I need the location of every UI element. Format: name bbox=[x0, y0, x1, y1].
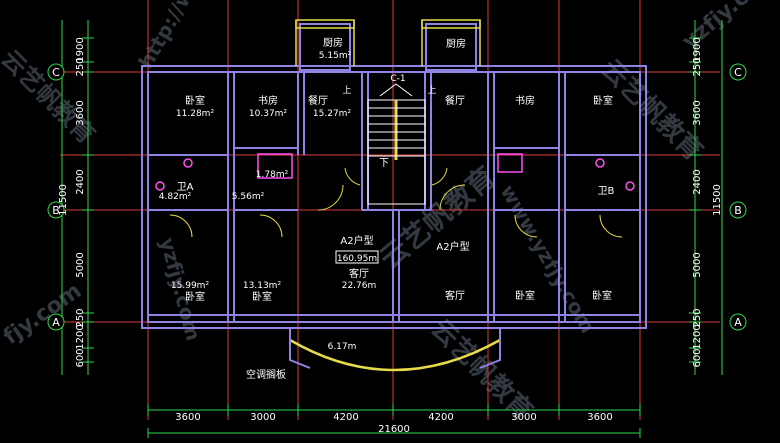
ac-board-label: 空调搁板 bbox=[246, 368, 286, 381]
dim-label: 3600 bbox=[692, 100, 703, 125]
dim-label: 250 bbox=[75, 308, 86, 327]
dim-label: 1200 bbox=[75, 324, 86, 349]
dim-total-horizontal: 21600 bbox=[378, 424, 410, 435]
ac-ledge bbox=[479, 328, 501, 369]
watermark: www.yzfjy.com bbox=[496, 181, 600, 338]
room-name: 书房 bbox=[515, 94, 535, 107]
dim-label: 4200 bbox=[333, 412, 358, 423]
dim-label: 250 bbox=[692, 57, 703, 76]
room-name: 厨房 bbox=[446, 37, 466, 50]
watermark: http://www.yzfjy.com bbox=[134, 0, 274, 73]
room-name: 餐厅 bbox=[308, 94, 328, 107]
dim-label: 250 bbox=[75, 57, 86, 76]
axis-label-b: B bbox=[734, 204, 742, 217]
room-name: 卧室 bbox=[252, 290, 272, 303]
dim-label: 3600 bbox=[75, 100, 86, 125]
room-name: 卧室 bbox=[593, 94, 613, 107]
unit-type-label: A2户型 bbox=[340, 234, 373, 247]
stair-down-label: 下 bbox=[379, 158, 389, 169]
kitchen-balconies bbox=[295, 19, 481, 66]
room-area: 5.56m² bbox=[232, 192, 265, 202]
dim-label: 250 bbox=[692, 308, 703, 327]
stair-up-label: 上 bbox=[342, 85, 351, 96]
room-area: 15.99m² bbox=[171, 281, 210, 291]
room-area: 6.17m bbox=[328, 342, 357, 352]
axis-bubbles bbox=[47, 63, 747, 331]
room-name: 卧室 bbox=[185, 290, 205, 303]
room-name: 卧室 bbox=[185, 94, 205, 107]
axis-label-a: A bbox=[52, 316, 60, 329]
ac-ledge bbox=[289, 328, 311, 369]
room-area: 13.13m² bbox=[243, 281, 282, 291]
dim-label: 5000 bbox=[692, 252, 703, 277]
dim-label: 1200 bbox=[692, 324, 703, 349]
dim-label: 2400 bbox=[75, 169, 86, 194]
room-name: 客厅 bbox=[349, 267, 369, 280]
room-name: 卧室 bbox=[592, 289, 612, 302]
stair bbox=[367, 83, 426, 205]
watermark-layer: yzfjy.com 云艺帆教育 http://www.yzfjy.com 云艺帆… bbox=[0, 0, 780, 427]
axis-label-c: C bbox=[734, 66, 742, 79]
dim-label: 1900 bbox=[75, 37, 86, 62]
dim-label: 2400 bbox=[692, 169, 703, 194]
dim-total-vertical: 11500 bbox=[58, 184, 69, 216]
room-area: 10.37m² bbox=[249, 109, 288, 119]
dim-label: 4200 bbox=[428, 412, 453, 423]
axis-label-c: C bbox=[52, 66, 60, 79]
dim-label: 3600 bbox=[587, 412, 612, 423]
unit-area: 160.95m bbox=[337, 254, 377, 264]
dim-label: 600 bbox=[75, 348, 86, 367]
door-swings bbox=[169, 167, 623, 238]
room-area: 15.27m² bbox=[313, 109, 352, 119]
window-tag: C-1 bbox=[390, 74, 405, 84]
room-name: 书房 bbox=[258, 94, 278, 107]
unit-type-label: A2户型 bbox=[436, 240, 469, 253]
dimension-lines bbox=[61, 20, 723, 438]
room-name: 客厅 bbox=[445, 289, 465, 302]
room-area: 5.15m² bbox=[319, 51, 352, 61]
room-name: 卧室 bbox=[515, 289, 535, 302]
room-area: 11.28m² bbox=[176, 109, 215, 119]
dim-label: 3000 bbox=[511, 412, 536, 423]
room-area: 22.76m bbox=[342, 281, 377, 291]
dim-label: 3600 bbox=[175, 412, 200, 423]
stair-up-label: 上 bbox=[427, 85, 436, 96]
axis-label-b: B bbox=[52, 204, 60, 217]
axis-label-a: A bbox=[734, 316, 742, 329]
watermark: fjy.com bbox=[0, 278, 86, 349]
room-name: 餐厅 bbox=[445, 94, 465, 107]
dim-label: 3000 bbox=[250, 412, 275, 423]
room-name: 厨房 bbox=[323, 36, 343, 49]
room-name: 卫B bbox=[598, 186, 615, 197]
room-area: 1.78m² bbox=[256, 170, 289, 180]
room-name: 卫A bbox=[177, 182, 194, 193]
room-area: 4.82m² bbox=[159, 192, 192, 202]
bathroom-fixtures bbox=[155, 153, 635, 191]
unit-area-box bbox=[335, 250, 379, 264]
dim-label: 5000 bbox=[75, 252, 86, 277]
dim-label: 600 bbox=[692, 348, 703, 367]
dim-total-vertical: 11500 bbox=[712, 184, 723, 216]
dim-label: 1900 bbox=[692, 37, 703, 62]
balcony-curve bbox=[289, 338, 501, 372]
